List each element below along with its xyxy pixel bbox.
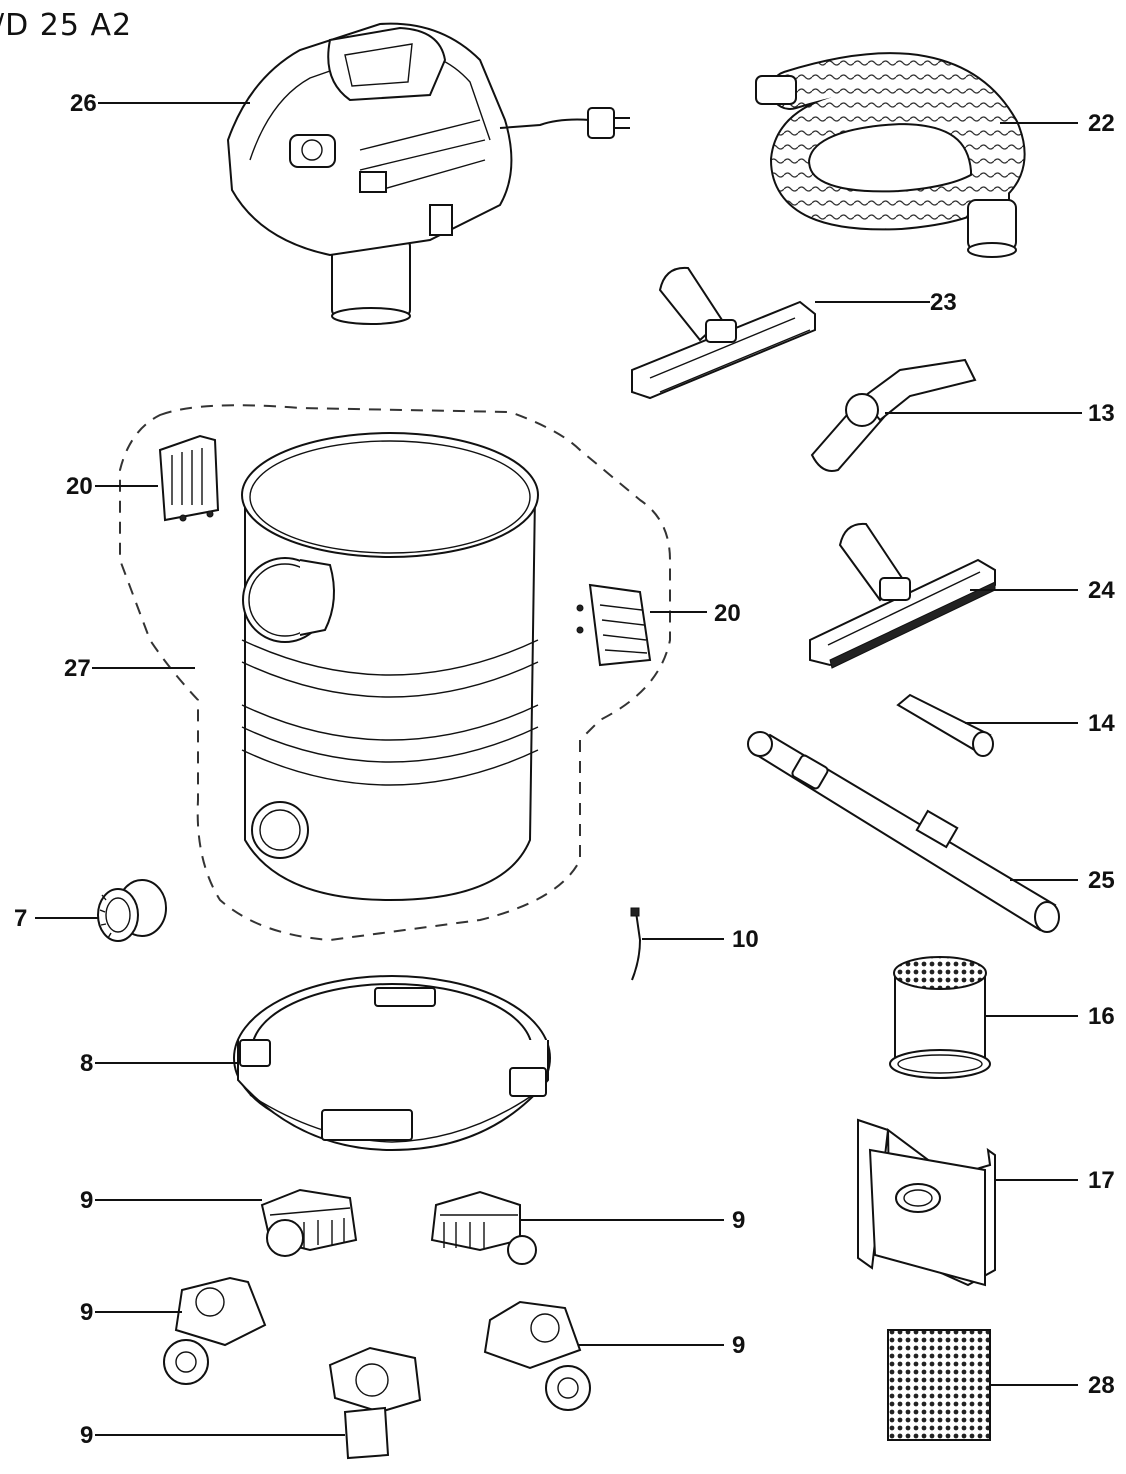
part-26-motor-head xyxy=(226,22,630,325)
label-9-b: 9 xyxy=(732,1207,745,1234)
part-28-foam-filter xyxy=(887,1329,991,1441)
part-7-connector xyxy=(97,879,167,942)
part-9-caster-5 xyxy=(328,1346,422,1460)
label-20-right: 20 xyxy=(714,600,741,627)
model-title: /D 25 A2 xyxy=(0,8,133,43)
part-17-dust-bag xyxy=(857,1118,996,1287)
part-20-latch-right xyxy=(576,583,652,667)
label-28: 28 xyxy=(1088,1372,1115,1399)
label-7: 7 xyxy=(14,905,27,932)
part-23-floor-nozzle xyxy=(631,266,816,400)
part-20-latch-left xyxy=(158,434,220,522)
label-9-d: 9 xyxy=(732,1332,745,1359)
label-22: 22 xyxy=(1088,110,1115,137)
label-10: 10 xyxy=(732,926,759,953)
label-17: 17 xyxy=(1088,1167,1115,1194)
part-24-wet-nozzle xyxy=(809,522,996,669)
part-22-hose xyxy=(755,52,1026,258)
label-14: 14 xyxy=(1088,710,1115,737)
label-20-left: 20 xyxy=(66,473,93,500)
part-9-caster-3 xyxy=(163,1276,267,1385)
part-25-extension-tube xyxy=(747,731,1060,933)
part-9-caster-1 xyxy=(260,1188,358,1257)
label-16: 16 xyxy=(1088,1003,1115,1030)
label-23: 23 xyxy=(930,289,957,316)
part-13-handle-elbow xyxy=(810,358,977,472)
part-9-caster-4 xyxy=(483,1300,591,1411)
part-27-group-outline xyxy=(119,404,671,942)
label-9-c: 9 xyxy=(80,1299,93,1326)
part-8-base-ring xyxy=(233,975,551,1152)
label-26: 26 xyxy=(70,90,97,117)
label-9-e: 9 xyxy=(80,1422,93,1449)
label-13: 13 xyxy=(1088,400,1115,427)
part-16-filter xyxy=(889,956,991,1079)
part-27-tank xyxy=(241,432,539,902)
part-10-tie xyxy=(630,907,642,981)
label-24: 24 xyxy=(1088,577,1115,604)
label-9-a: 9 xyxy=(80,1187,93,1214)
label-27: 27 xyxy=(64,655,91,682)
label-8: 8 xyxy=(80,1050,93,1077)
part-9-caster-2 xyxy=(430,1190,537,1265)
label-25: 25 xyxy=(1088,867,1115,894)
part-14-tube xyxy=(896,693,994,757)
